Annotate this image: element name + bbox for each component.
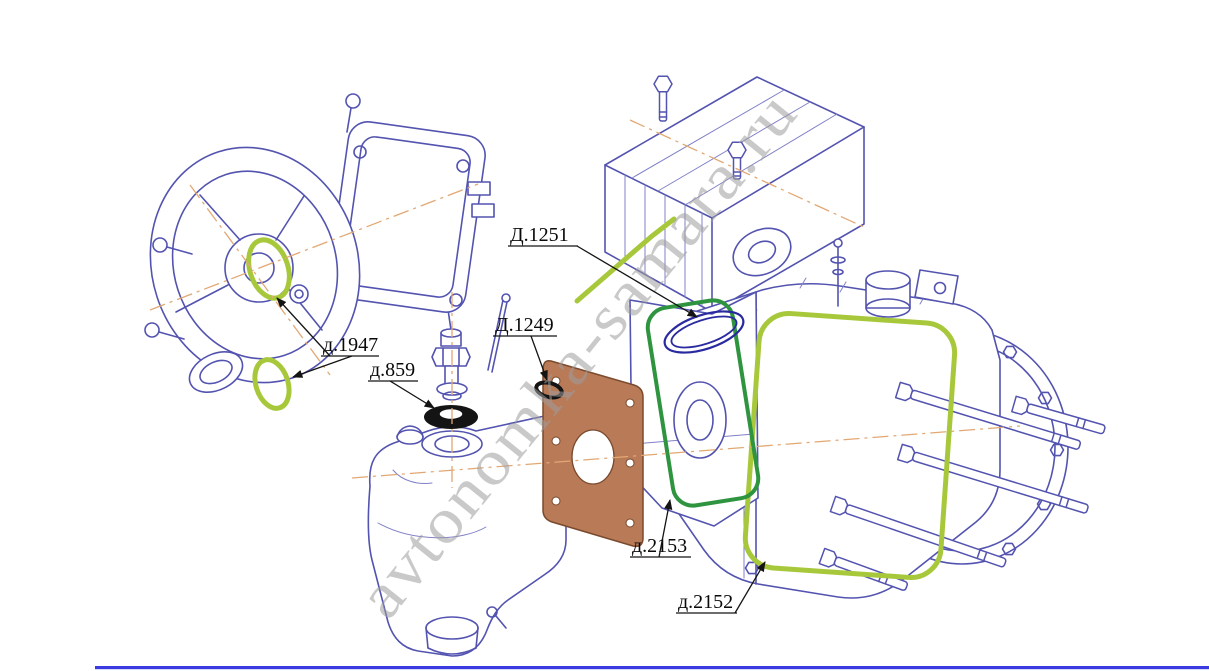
bracket bbox=[914, 269, 959, 305]
gasket-2153 bbox=[645, 298, 761, 508]
top-housing bbox=[604, 75, 865, 313]
screw-top-1 bbox=[653, 75, 673, 122]
screw-left-1 bbox=[152, 237, 193, 255]
label-d1251: Д.1251 bbox=[510, 224, 569, 246]
drain-screw bbox=[486, 606, 507, 629]
exhaust-port bbox=[865, 270, 911, 318]
left-housing bbox=[144, 93, 495, 393]
label-d1947: д.1947 bbox=[323, 334, 378, 356]
bolt-long-3 bbox=[896, 443, 1089, 514]
gasket-plate-group bbox=[534, 359, 644, 548]
label-d859: д.859 bbox=[370, 359, 415, 381]
bolt-long-2 bbox=[1011, 395, 1106, 435]
oring-1251 bbox=[663, 310, 745, 354]
screw-left-2 bbox=[144, 322, 185, 340]
oring-1947-lower bbox=[252, 357, 292, 411]
pin bbox=[487, 293, 511, 373]
label-d2152: д.2152 bbox=[678, 591, 733, 613]
mid-section bbox=[629, 291, 759, 527]
screw-top-2 bbox=[727, 141, 747, 180]
pin-part bbox=[830, 238, 846, 307]
bolt-long-4 bbox=[829, 495, 1007, 568]
label-d2153: д.2153 bbox=[632, 535, 687, 557]
oring-1249 bbox=[534, 380, 564, 400]
label-d1249: Д.1249 bbox=[495, 314, 554, 336]
oring-1251-inner bbox=[670, 315, 738, 349]
centerlines bbox=[149, 119, 1021, 488]
valve-assembly bbox=[424, 295, 478, 429]
gasket-strip-top bbox=[574, 216, 677, 304]
screw-flange-top bbox=[345, 93, 361, 133]
bottom-border-line bbox=[95, 666, 1209, 670]
part-labels: Д.1251 Д.1249 д.1947 д.859 д.2153 д.2152 bbox=[276, 224, 766, 614]
